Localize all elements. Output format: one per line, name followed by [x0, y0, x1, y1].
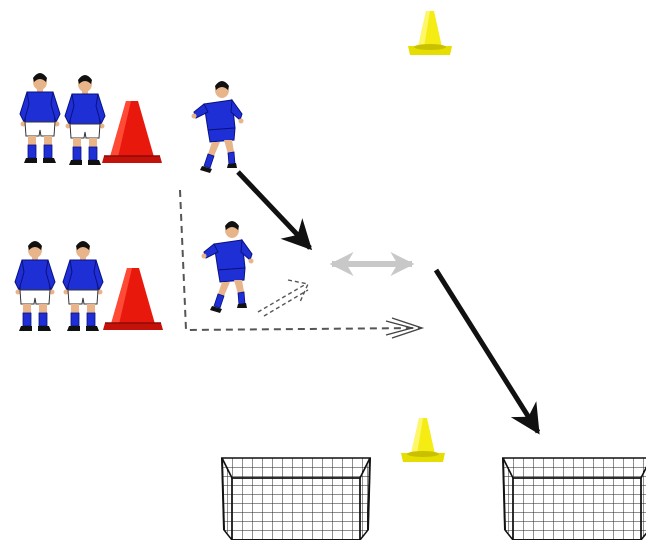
run-arrow-top	[236, 170, 313, 251]
run-arrow-to-goal	[433, 268, 541, 435]
bottom-group	[14, 220, 254, 332]
top-group	[19, 72, 244, 174]
ball-path-arrowhead	[385, 317, 425, 339]
active-player	[201, 220, 254, 314]
waiting-player	[14, 240, 56, 332]
waiting-player	[64, 74, 106, 166]
yellow-cone-bottom	[401, 418, 445, 462]
goal-right	[502, 457, 646, 540]
red-cone	[101, 100, 163, 164]
goal-left	[221, 457, 371, 540]
active-player	[191, 80, 244, 174]
red-cone	[102, 267, 164, 331]
yellow-cone-top	[408, 11, 452, 55]
waiting-player	[62, 240, 104, 332]
waiting-player	[19, 72, 61, 164]
shot-arrow	[257, 279, 309, 317]
